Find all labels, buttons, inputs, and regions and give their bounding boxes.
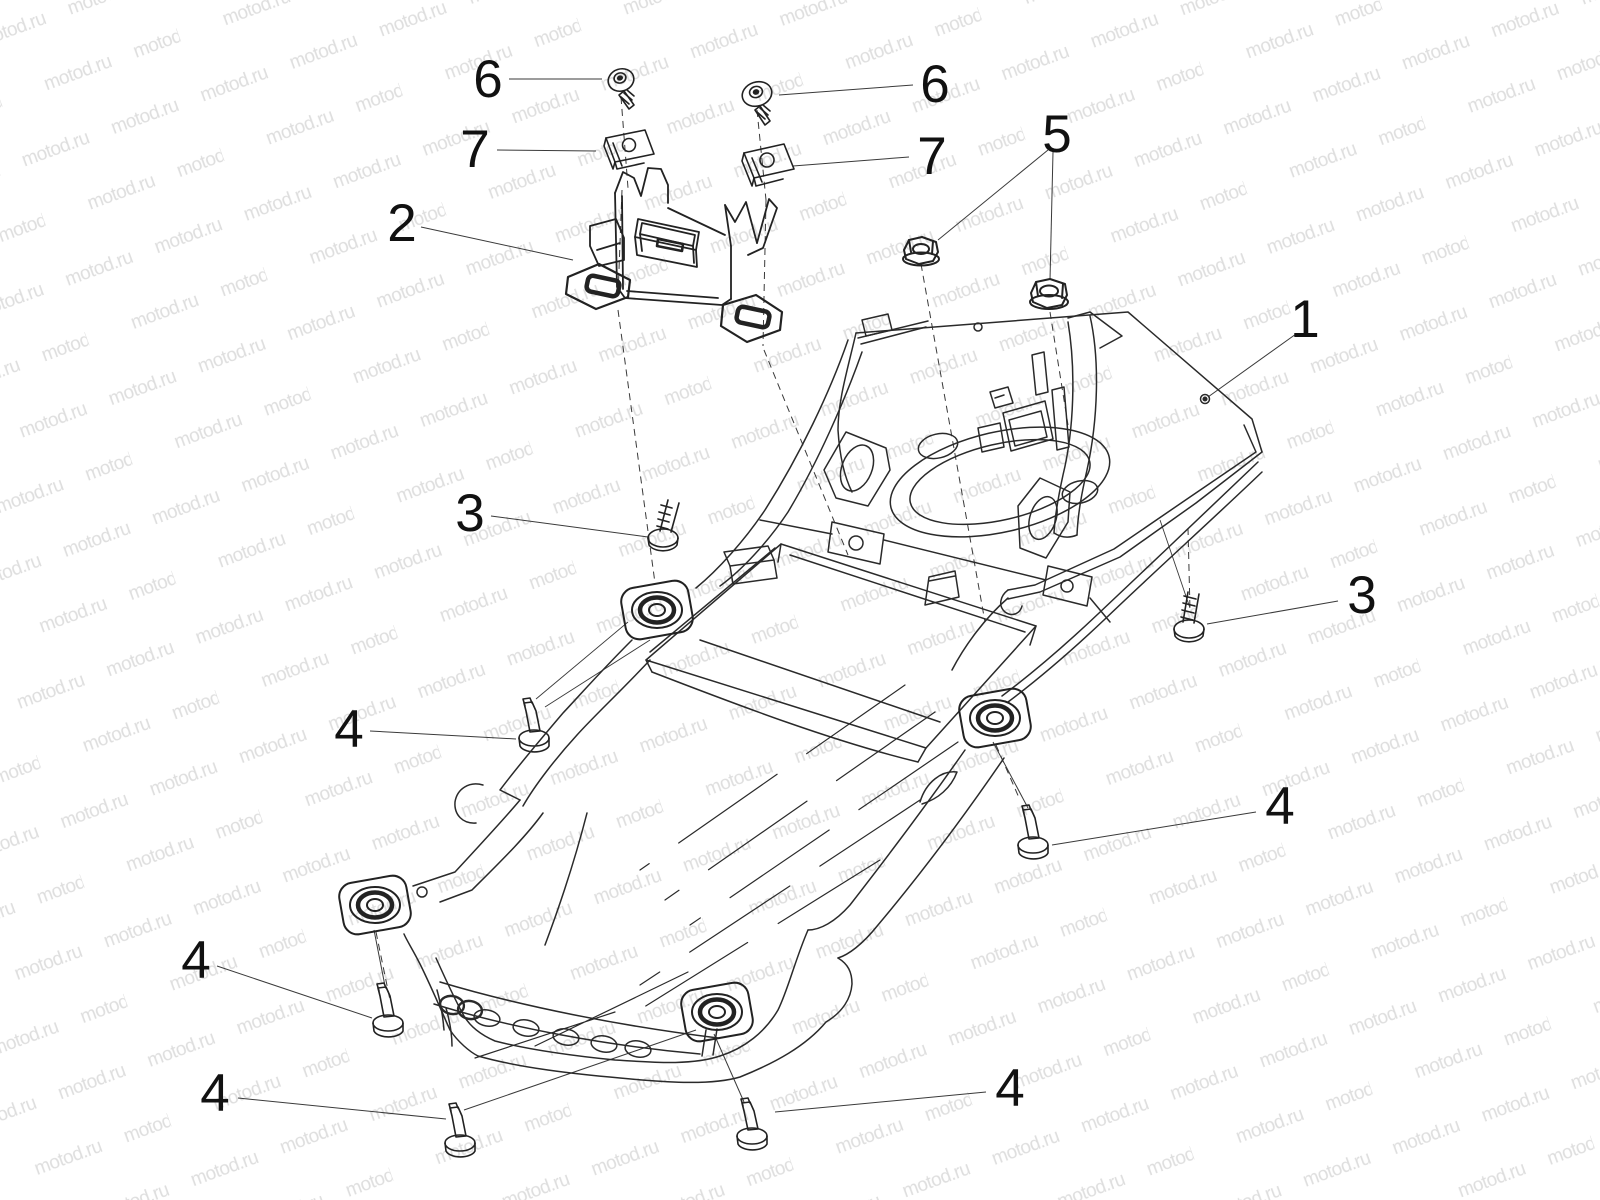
svg-text:4: 4 <box>995 1059 1024 1118</box>
svg-text:6: 6 <box>473 50 502 109</box>
svg-text:3: 3 <box>1347 566 1376 625</box>
svg-text:7: 7 <box>917 127 946 186</box>
svg-text:7: 7 <box>460 120 489 179</box>
svg-text:4: 4 <box>200 1064 229 1123</box>
svg-text:4: 4 <box>334 700 363 759</box>
svg-text:4: 4 <box>181 931 210 990</box>
svg-text:1: 1 <box>1290 290 1319 349</box>
svg-text:4: 4 <box>1265 777 1294 836</box>
svg-text:2: 2 <box>387 194 416 253</box>
svg-text:3: 3 <box>455 484 484 543</box>
svg-text:6: 6 <box>920 55 949 114</box>
svg-text:5: 5 <box>1042 105 1071 164</box>
